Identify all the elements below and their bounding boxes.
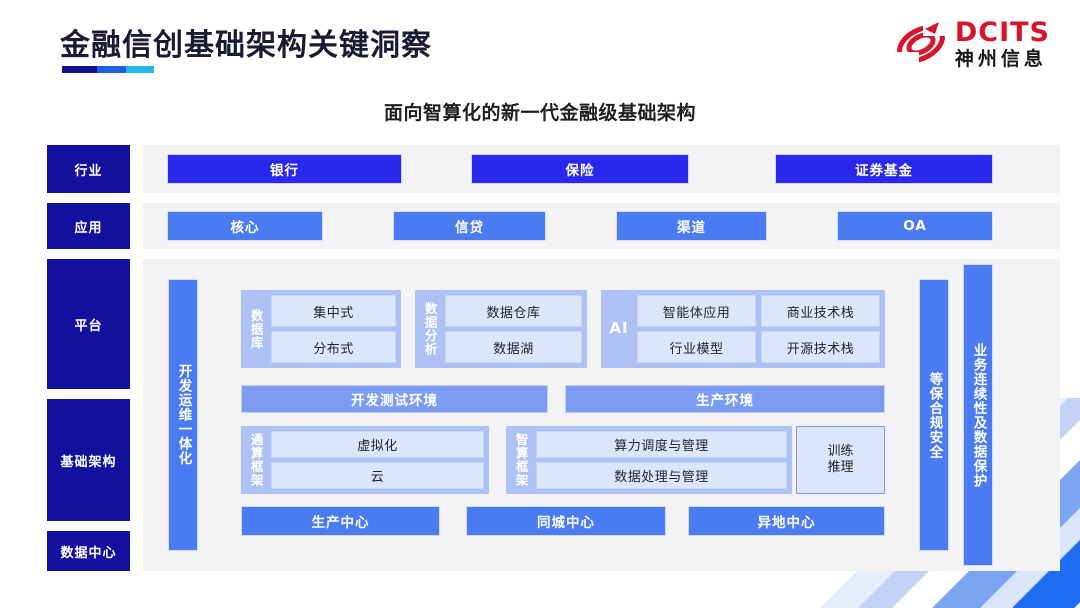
architecture-main-panel: 开发运维一体化 等保合规安全 数据库 集中式 分布式 数据分析 数据仓库 数据湖… [143,259,1060,571]
compliance-vertical-bar[interactable]: 等保合规安全 [919,279,949,551]
application-item-oa[interactable]: OA [837,211,993,241]
sub-item-centralized[interactable]: 集中式 [271,295,396,327]
sub-item-data-warehouse[interactable]: 数据仓库 [445,295,582,327]
industry-item-insurance[interactable]: 保险 [471,154,689,184]
group-data-analytics: 数据分析 数据仓库 数据湖 [415,290,587,368]
industry-panel: 银行 保险 证券基金 [143,145,1060,193]
sub-item-virtualization[interactable]: 虚拟化 [271,431,484,458]
group-label-ai: AI [609,319,629,338]
training-inference-box[interactable]: 训练 推理 [796,426,885,494]
group-label-general-computing: 通算框架 [248,433,264,487]
devops-vertical-bar[interactable]: 开发运维一体化 [168,279,198,551]
devops-label: 开发运维一体化 [175,364,192,466]
diagram-subtitle: 面向智算化的新一代金融级基础架构 [383,102,696,124]
group-label-data-analytics: 数据分析 [422,302,438,356]
group-general-computing-framework: 通算框架 虚拟化 云 [241,426,489,494]
title-underline-bar [62,66,154,73]
underline-segment-1 [62,66,97,73]
business-continuity-label: 业务连续性及数据保护 [970,342,987,488]
brand-logo: DCITS 神州信息 [895,18,1050,70]
row-label-datacenter: 数据中心 [47,531,130,571]
sub-item-cloud[interactable]: 云 [271,462,484,489]
application-item-credit[interactable]: 信贷 [393,211,546,241]
environment-production[interactable]: 生产环境 [565,385,885,413]
group-database: 数据库 集中式 分布式 [241,290,401,368]
sub-item-data-lake[interactable]: 数据湖 [445,331,582,363]
sub-item-industry-model[interactable]: 行业模型 [637,331,756,363]
group-ai: AI 智能体应用 商业技术栈 行业模型 开源技术栈 [601,290,885,368]
industry-item-banking[interactable]: 银行 [167,154,402,184]
sub-item-commercial-stack[interactable]: 商业技术栈 [761,295,880,327]
underline-segment-2 [96,66,127,73]
underline-segment-3 [126,66,154,73]
sub-item-agent-application[interactable]: 智能体应用 [637,295,756,327]
sub-item-compute-scheduling[interactable]: 算力调度与管理 [536,431,787,458]
sub-item-data-processing[interactable]: 数据处理与管理 [536,462,787,489]
row-label-industry: 行业 [47,145,130,193]
logo-text-en: DCITS [954,17,1050,48]
industry-item-securities[interactable]: 证券基金 [775,154,993,184]
row-label-infrastructure: 基础架构 [47,399,130,521]
datacenter-item-metro[interactable]: 同城中心 [466,506,666,536]
sub-item-opensource-stack[interactable]: 开源技术栈 [761,331,880,363]
compliance-label: 等保合规安全 [926,371,943,459]
dcits-swirl-icon [895,18,947,70]
sub-item-distributed[interactable]: 分布式 [271,331,396,363]
group-label-database: 数据库 [248,308,264,350]
datacenter-item-production[interactable]: 生产中心 [241,506,440,536]
group-label-intelligent-computing: 智算框架 [513,433,529,487]
business-continuity-vertical-bar[interactable]: 业务连续性及数据保护 [963,264,993,566]
training-label: 训练 [827,443,854,459]
application-item-channel[interactable]: 渠道 [616,211,767,241]
datacenter-item-remote[interactable]: 异地中心 [688,506,885,536]
environment-dev-test[interactable]: 开发测试环境 [241,385,548,413]
group-intelligent-computing-framework: 智算框架 算力调度与管理 数据处理与管理 [506,426,792,494]
row-label-platform: 平台 [47,259,130,389]
row-label-application: 应用 [47,203,130,249]
page-title: 金融信创基础架构关键洞察 [60,28,432,63]
inference-label: 推理 [827,460,854,475]
application-item-core[interactable]: 核心 [167,211,323,241]
logo-text-cn: 神州信息 [954,48,1047,70]
application-panel: 核心 信贷 渠道 OA [143,203,1060,249]
